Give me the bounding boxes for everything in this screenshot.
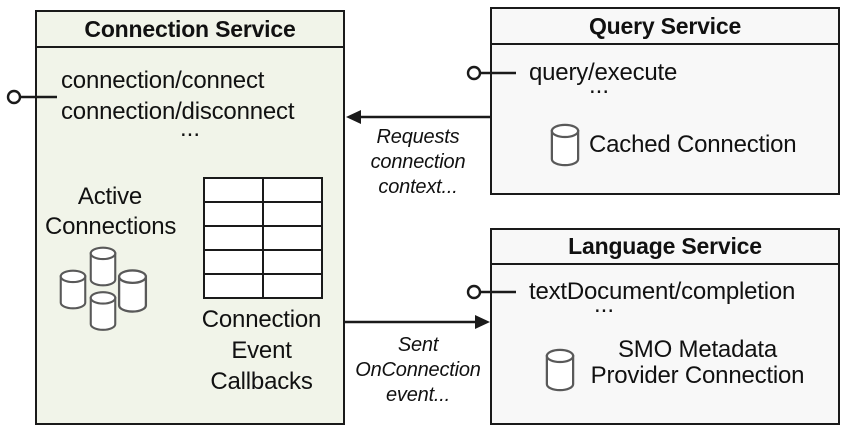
connection-event-callbacks-label: Connection Event Callbacks [184, 304, 339, 397]
language-service-ellipsis: ... [593, 291, 614, 318]
connection-service-ellipsis: ... [179, 115, 200, 142]
language-service-interface-lollipop [466, 284, 516, 300]
method-textdocument-completion: textDocument/completion [529, 278, 796, 305]
sent-onconnection-arrow [345, 315, 490, 329]
label-line: event... [386, 384, 450, 406]
connection-service-box: Connection Service connection/connect co… [35, 10, 345, 425]
label-line: Connection [201, 306, 322, 333]
label-line: OnConnection [355, 359, 481, 381]
cached-connection-label: Cached Connection [589, 131, 797, 158]
callback-table-cell [205, 179, 262, 201]
callback-table-cell [264, 203, 321, 225]
callback-table-cell [205, 275, 262, 297]
connection-service-methods: connection/connect connection/disconnect [61, 65, 294, 127]
query-service-title: Query Service [492, 9, 838, 45]
label-line: Sent [397, 334, 439, 356]
requests-connection-arrow [346, 110, 490, 124]
label-line: Active [77, 183, 143, 210]
sent-onconnection-event-label: Sent OnConnection event... [350, 333, 486, 408]
callback-table-cell [205, 251, 262, 273]
label-line: Connections [45, 213, 177, 240]
connection-service-interface-lollipop [6, 89, 57, 105]
smo-metadata-provider-connection-label: SMO Metadata Provider Connection [580, 337, 815, 389]
callback-table-icon [203, 177, 323, 299]
callback-table-cell [205, 227, 262, 249]
query-service-ellipsis: ... [588, 72, 609, 99]
callback-table-cell [264, 227, 321, 249]
label-line: Requests [376, 126, 460, 148]
label-line: Callbacks [210, 368, 313, 395]
query-service-box: Query Service query/execute ... Cached C… [490, 7, 840, 195]
query-service-interface-lollipop [466, 65, 516, 81]
language-service-box: Language Service textDocument/completion… [490, 228, 840, 425]
connection-service-title: Connection Service [37, 12, 343, 48]
label-line: Event [231, 337, 292, 364]
label-line: context... [378, 176, 458, 198]
callback-table-cell [264, 251, 321, 273]
language-service-title: Language Service [492, 230, 838, 265]
active-connections-label: Active Connections [45, 182, 177, 242]
method-connection-connect: connection/connect [61, 67, 265, 94]
callback-table-cell [205, 203, 262, 225]
method-query-execute: query/execute [529, 59, 678, 86]
label-line: SMO Metadata [617, 336, 777, 363]
label-line: connection [370, 151, 466, 173]
label-line: Provider Connection [590, 362, 805, 389]
method-connection-disconnect: connection/disconnect [61, 98, 295, 125]
callback-table-cell [264, 179, 321, 201]
callback-table-cell [264, 275, 321, 297]
requests-connection-context-label: Requests connection context... [352, 125, 484, 200]
